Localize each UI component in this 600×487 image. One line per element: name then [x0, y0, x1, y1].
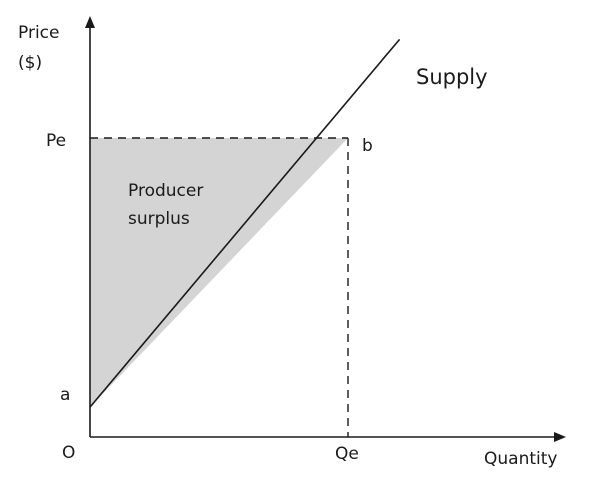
series-label-supply: Supply — [416, 65, 488, 89]
y-tick-label-pe: Pe — [46, 131, 66, 151]
x-axis-label: Quantity — [484, 449, 557, 469]
y-axis-label-line-2: ($) — [18, 53, 42, 73]
producer-surplus-area — [90, 138, 348, 408]
equilibrium-point-label-b: b — [362, 136, 373, 156]
x-axis-arrow — [554, 432, 566, 442]
x-tick-label-qe: Qe — [335, 444, 359, 464]
producer-surplus-label-line-1: Producer — [128, 181, 203, 201]
origin-label: O — [62, 443, 75, 463]
y-axis-arrow — [85, 16, 95, 28]
y-intercept-label-a: a — [60, 385, 70, 405]
producer-surplus-label-line-2: surplus — [128, 209, 190, 229]
y-axis-label-line-1: Price — [18, 23, 59, 43]
supply-line — [89, 38, 401, 408]
